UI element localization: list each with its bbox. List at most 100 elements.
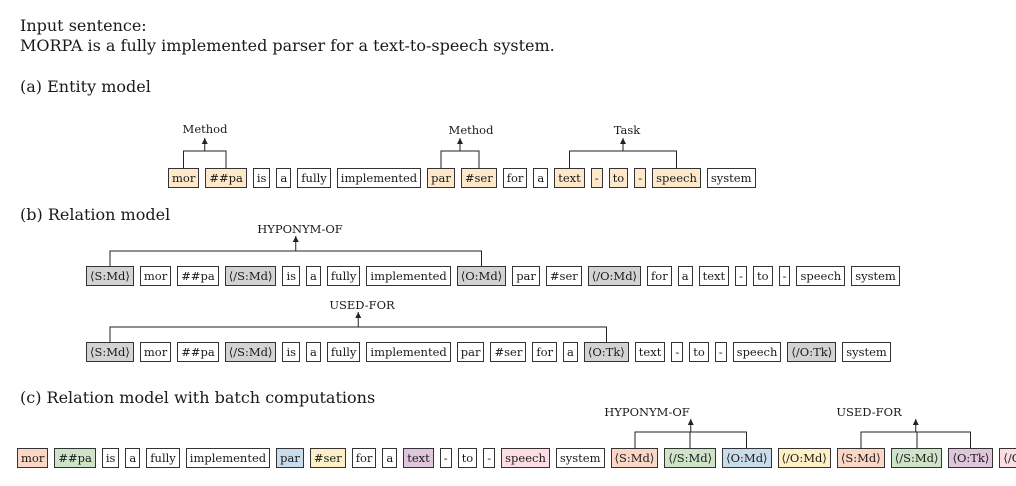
token: a <box>306 266 321 286</box>
token: - <box>735 266 748 286</box>
token: implemented <box>366 266 451 286</box>
task-arc-arrowhead <box>620 138 626 144</box>
token: #ser <box>490 342 527 362</box>
arc-label-hyponym-of-batch: HYPONYM-OF <box>604 405 690 419</box>
token: ##pa <box>177 266 219 286</box>
token: ⟨/S:Md⟩ <box>224 342 277 362</box>
token: ⟨/S:Md⟩ <box>664 448 717 468</box>
used-for-batch-arc-arc <box>860 419 971 448</box>
arc-label-method-2: Method <box>448 123 494 137</box>
arc-label-used-for-batch: USED-FOR <box>836 405 902 419</box>
token: - <box>483 448 496 468</box>
token: implemented <box>366 342 451 362</box>
token: par <box>276 448 304 468</box>
token: #ser <box>460 168 497 188</box>
token: text <box>698 266 730 286</box>
token: for <box>532 342 558 362</box>
token: fully <box>326 342 361 362</box>
used-for-arc-arrowhead <box>355 312 362 318</box>
token: ⟨O:Tk⟩ <box>948 448 994 468</box>
token: a <box>563 342 578 362</box>
token: - <box>778 266 791 286</box>
token: mor <box>168 168 200 188</box>
token: speech <box>652 168 701 188</box>
token: is <box>101 448 120 468</box>
token: a <box>677 266 693 286</box>
token: to <box>753 266 773 286</box>
token: ⟨S:Md⟩ <box>86 266 134 286</box>
token: par <box>512 266 540 286</box>
method-arc-1-arc <box>183 138 227 168</box>
token: ##pa <box>54 448 96 468</box>
input-label: Input sentence: <box>20 16 147 35</box>
arc-label-hyponym-of: HYPONYM-OF <box>257 222 343 236</box>
token: is <box>282 342 301 362</box>
token: ⟨S:Md⟩ <box>86 342 134 362</box>
token: #ser <box>309 448 346 468</box>
token: a <box>125 448 141 468</box>
token: ⟨S:Md⟩ <box>610 448 659 468</box>
section-relation-model-batch: (c) Relation model with batch computatio… <box>20 388 376 407</box>
token: fully <box>297 168 331 188</box>
arc-label-method-1: Method <box>182 122 228 136</box>
method-arc-2-arrowhead <box>457 138 463 144</box>
token: ⟨/O:Md⟩ <box>587 266 642 286</box>
token: ⟨O:Md⟩ <box>456 266 507 286</box>
method-arc-2-arc <box>440 138 480 168</box>
token: ⟨/S:Md⟩ <box>224 266 277 286</box>
token: for <box>351 448 377 468</box>
token: mor <box>17 448 49 468</box>
token: mor <box>139 342 172 362</box>
token: a <box>276 168 292 188</box>
token: a <box>382 448 398 468</box>
hyponym-of-arc-arrowhead <box>292 236 299 242</box>
token: ⟨/O:Md⟩ <box>777 448 831 468</box>
token: ⟨O:Md⟩ <box>722 448 772 468</box>
token: fully <box>146 448 180 468</box>
token: implemented <box>336 168 422 188</box>
token: is <box>252 168 271 188</box>
task-arc-arc <box>569 138 677 168</box>
token: for <box>502 168 528 188</box>
token: - <box>439 448 452 468</box>
token: system <box>706 168 756 188</box>
used-for-arc-arc <box>109 312 607 342</box>
token: to <box>689 342 709 362</box>
section-entity-model: (a) Entity model <box>20 77 151 96</box>
input-sentence: MORPA is a fully implemented parser for … <box>20 36 555 55</box>
token: ##pa <box>205 168 247 188</box>
token: system <box>842 342 891 362</box>
token: speech <box>732 342 782 362</box>
token: par <box>456 342 485 362</box>
token: is <box>282 266 301 286</box>
token: - <box>634 168 647 188</box>
token: ⟨/O:Tk⟩ <box>787 342 837 362</box>
token: par <box>427 168 455 188</box>
arc-label-task: Task <box>613 123 641 137</box>
token: #ser <box>545 266 582 286</box>
token: a <box>533 168 549 188</box>
token: ##pa <box>177 342 219 362</box>
token: fully <box>326 266 361 286</box>
token: for <box>647 266 672 286</box>
token: speech <box>796 266 846 286</box>
hyponym-of-batch-arc-arc <box>634 419 747 448</box>
used-for-batch-arc-arrowhead <box>912 419 919 425</box>
token: ⟨/S:Md⟩ <box>890 448 943 468</box>
token: ⟨S:Md⟩ <box>836 448 885 468</box>
token: a <box>306 342 321 362</box>
token: mor <box>139 266 172 286</box>
token: text <box>554 168 585 188</box>
token: ⟨O:Tk⟩ <box>583 342 629 362</box>
hyponym-of-arc-arc <box>109 236 482 266</box>
token: system <box>851 266 900 286</box>
token: ⟨/O:Tk⟩ <box>999 448 1016 468</box>
token: - <box>714 342 727 362</box>
token: text <box>634 342 666 362</box>
hyponym-of-batch-arc-arrowhead <box>687 419 694 425</box>
section-relation-model: (b) Relation model <box>20 205 171 224</box>
token: text <box>403 448 434 468</box>
